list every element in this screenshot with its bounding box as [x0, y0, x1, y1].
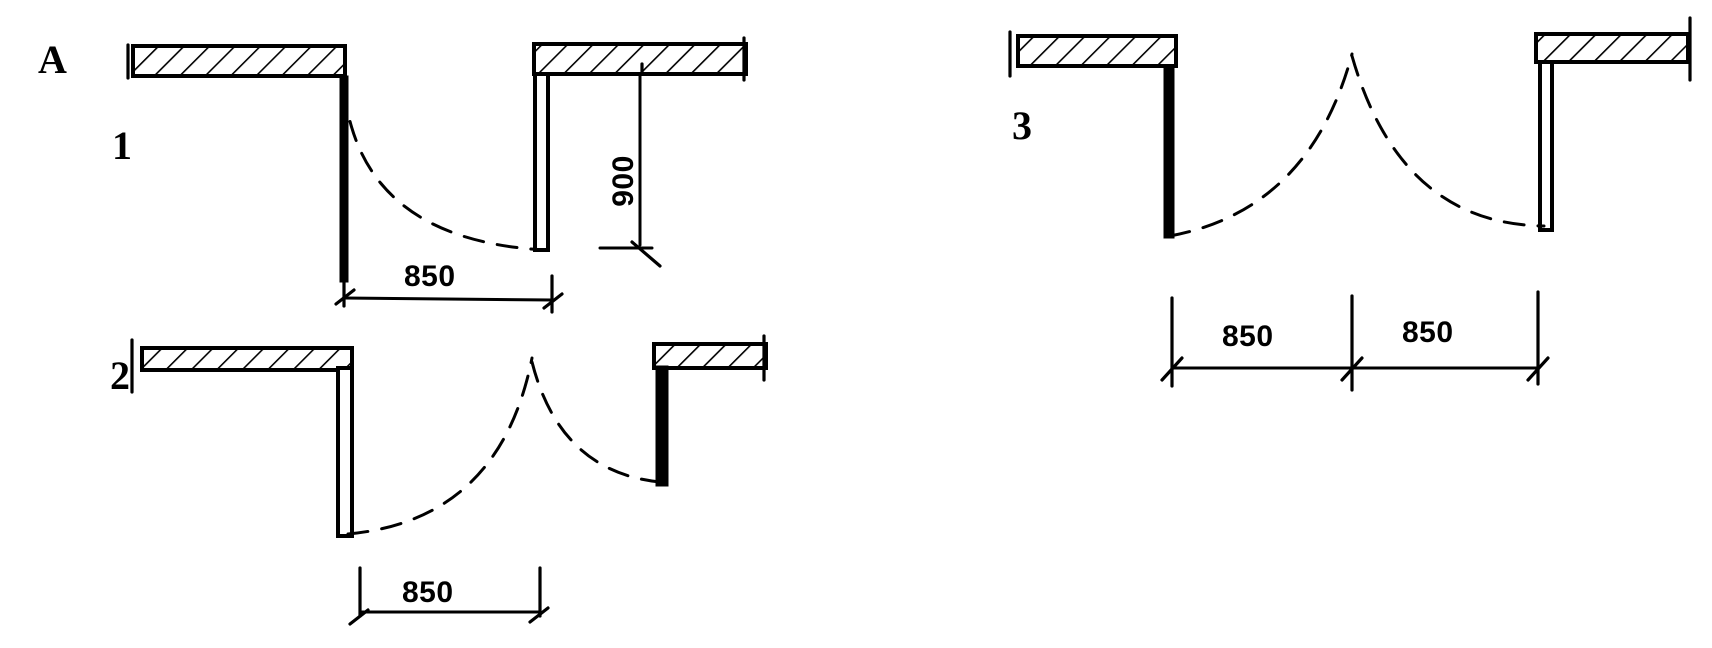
door-swing-arc [346, 356, 534, 536]
door-swing-arc [1350, 54, 1546, 228]
variant-1-depth-label: 900 [606, 155, 640, 207]
variant-3-drawing [1008, 16, 1692, 392]
variant-3-left-width-label: 850 [1222, 320, 1274, 353]
door-swing-arc [530, 360, 662, 484]
door-leaf [336, 366, 354, 538]
variant-1-drawing [126, 36, 748, 314]
door-leaf [1538, 60, 1554, 232]
variant-2-width-label: 850 [402, 576, 454, 609]
variant-1-number: 1 [112, 123, 132, 168]
variant-2-number: 2 [110, 353, 130, 398]
door-leaf [533, 72, 550, 252]
panel-letter: A [38, 37, 67, 82]
variant-3-right-width-label: 850 [1402, 316, 1454, 349]
door-swing-arc [342, 86, 547, 252]
variant-2-drawing [130, 334, 768, 626]
door-leaf [655, 365, 669, 487]
variant-1-width-label: 850 [404, 260, 456, 293]
door-leaf [1163, 65, 1175, 239]
variant-3-number: 3 [1012, 103, 1032, 148]
door-swing-arc [1168, 52, 1354, 238]
